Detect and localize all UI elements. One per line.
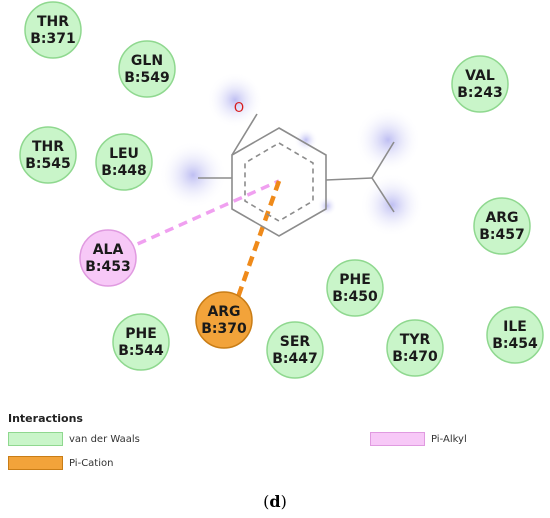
svg-text:LEU: LEU	[109, 146, 139, 162]
bond-methyl-upper	[371, 141, 395, 179]
svg-text:B:454: B:454	[492, 336, 538, 352]
svg-text:THR: THR	[37, 14, 69, 30]
svg-text:ALA: ALA	[93, 242, 124, 258]
residue-disc[interactable]: PHE B:450	[326, 259, 384, 317]
svg-text:PHE: PHE	[125, 326, 157, 342]
residue-disc[interactable]: VAL B:243	[451, 55, 509, 113]
svg-text:TYR: TYR	[400, 332, 431, 348]
pi-cation-line	[234, 180, 282, 301]
legend-label: Pi-Alkyl	[431, 433, 467, 445]
residue-disc[interactable]: THR B:545	[19, 126, 77, 184]
svg-text:B:370: B:370	[201, 321, 247, 337]
svg-text:ILE: ILE	[503, 319, 527, 335]
bond-methyl-lower	[371, 177, 395, 213]
svg-text:B:243: B:243	[457, 85, 503, 101]
residue-disc[interactable]: GLN B:549	[118, 40, 176, 98]
svg-text:B:453: B:453	[85, 259, 131, 275]
aromatic-ring-dashes	[244, 142, 314, 222]
oxygen-atom-label: O	[234, 101, 244, 116]
svg-text:GLN: GLN	[131, 53, 163, 69]
residue-disc[interactable]: ARG B:370	[195, 291, 253, 349]
ligand-structure	[198, 113, 395, 237]
bond-hydroxyl	[231, 113, 258, 156]
figure-caption: (d)	[263, 492, 287, 511]
svg-text:B:450: B:450	[332, 289, 378, 305]
legend-title: Interactions	[8, 412, 83, 425]
residue-disc[interactable]: ILE B:454	[486, 306, 544, 364]
residue-disc[interactable]: THR B:371	[24, 1, 82, 59]
residue-disc[interactable]: SER B:447	[266, 321, 324, 379]
svg-text:B:447: B:447	[272, 351, 318, 367]
legend-item-pi-cation: Pi-Cation	[8, 456, 113, 470]
legend-label: Pi-Cation	[69, 457, 114, 469]
legend-label: van der Waals	[69, 433, 140, 445]
halo-methyl-top	[355, 107, 421, 173]
residue-disc[interactable]: TYR B:470	[386, 319, 444, 377]
residue-disc[interactable]: LEU B:448	[95, 133, 153, 191]
caption-letter: d	[269, 492, 281, 511]
legend-item-pi-alkyl: Pi-Alkyl	[370, 432, 467, 446]
residue-group: THR B:371 GLN B:549 VAL B:243 THR B:545 …	[19, 1, 544, 379]
svg-text:VAL: VAL	[465, 68, 495, 84]
svg-text:B:470: B:470	[392, 349, 438, 365]
halo-methyl-bottom	[360, 173, 424, 237]
interaction-diagram: O THR B:371 GLN B:549 VAL B:243 THR B:54…	[19, 1, 544, 379]
svg-text:B:457: B:457	[479, 227, 525, 243]
residue-disc[interactable]: ALA B:453	[79, 229, 137, 287]
svg-text:B:448: B:448	[101, 163, 147, 179]
legend-swatch	[8, 456, 63, 470]
bond-isopropyl	[325, 177, 373, 181]
legend: Interactions van der Waals Pi-Cation Pi-…	[8, 412, 548, 470]
svg-text:SER: SER	[280, 334, 311, 350]
svg-text:B:371: B:371	[30, 31, 76, 47]
svg-text:PHE: PHE	[339, 272, 371, 288]
svg-text:B:545: B:545	[25, 156, 71, 172]
halo-hydroxyl	[207, 72, 263, 128]
residue-disc[interactable]: ARG B:457	[473, 197, 531, 255]
svg-text:B:549: B:549	[124, 70, 170, 86]
ligand-halos	[159, 72, 424, 237]
legend-swatch	[8, 432, 63, 446]
legend-swatch	[370, 432, 425, 446]
svg-text:THR: THR	[32, 139, 64, 155]
halo-ring-top	[294, 128, 318, 152]
halo-ring-methyl	[159, 141, 227, 209]
pi-alkyl-line	[123, 179, 280, 252]
svg-text:ARG: ARG	[485, 210, 518, 226]
svg-text:ARG: ARG	[207, 304, 240, 320]
legend-item-vdw: van der Waals	[8, 432, 140, 446]
residue-disc[interactable]: PHE B:544	[112, 313, 170, 371]
svg-text:B:544: B:544	[118, 343, 164, 359]
